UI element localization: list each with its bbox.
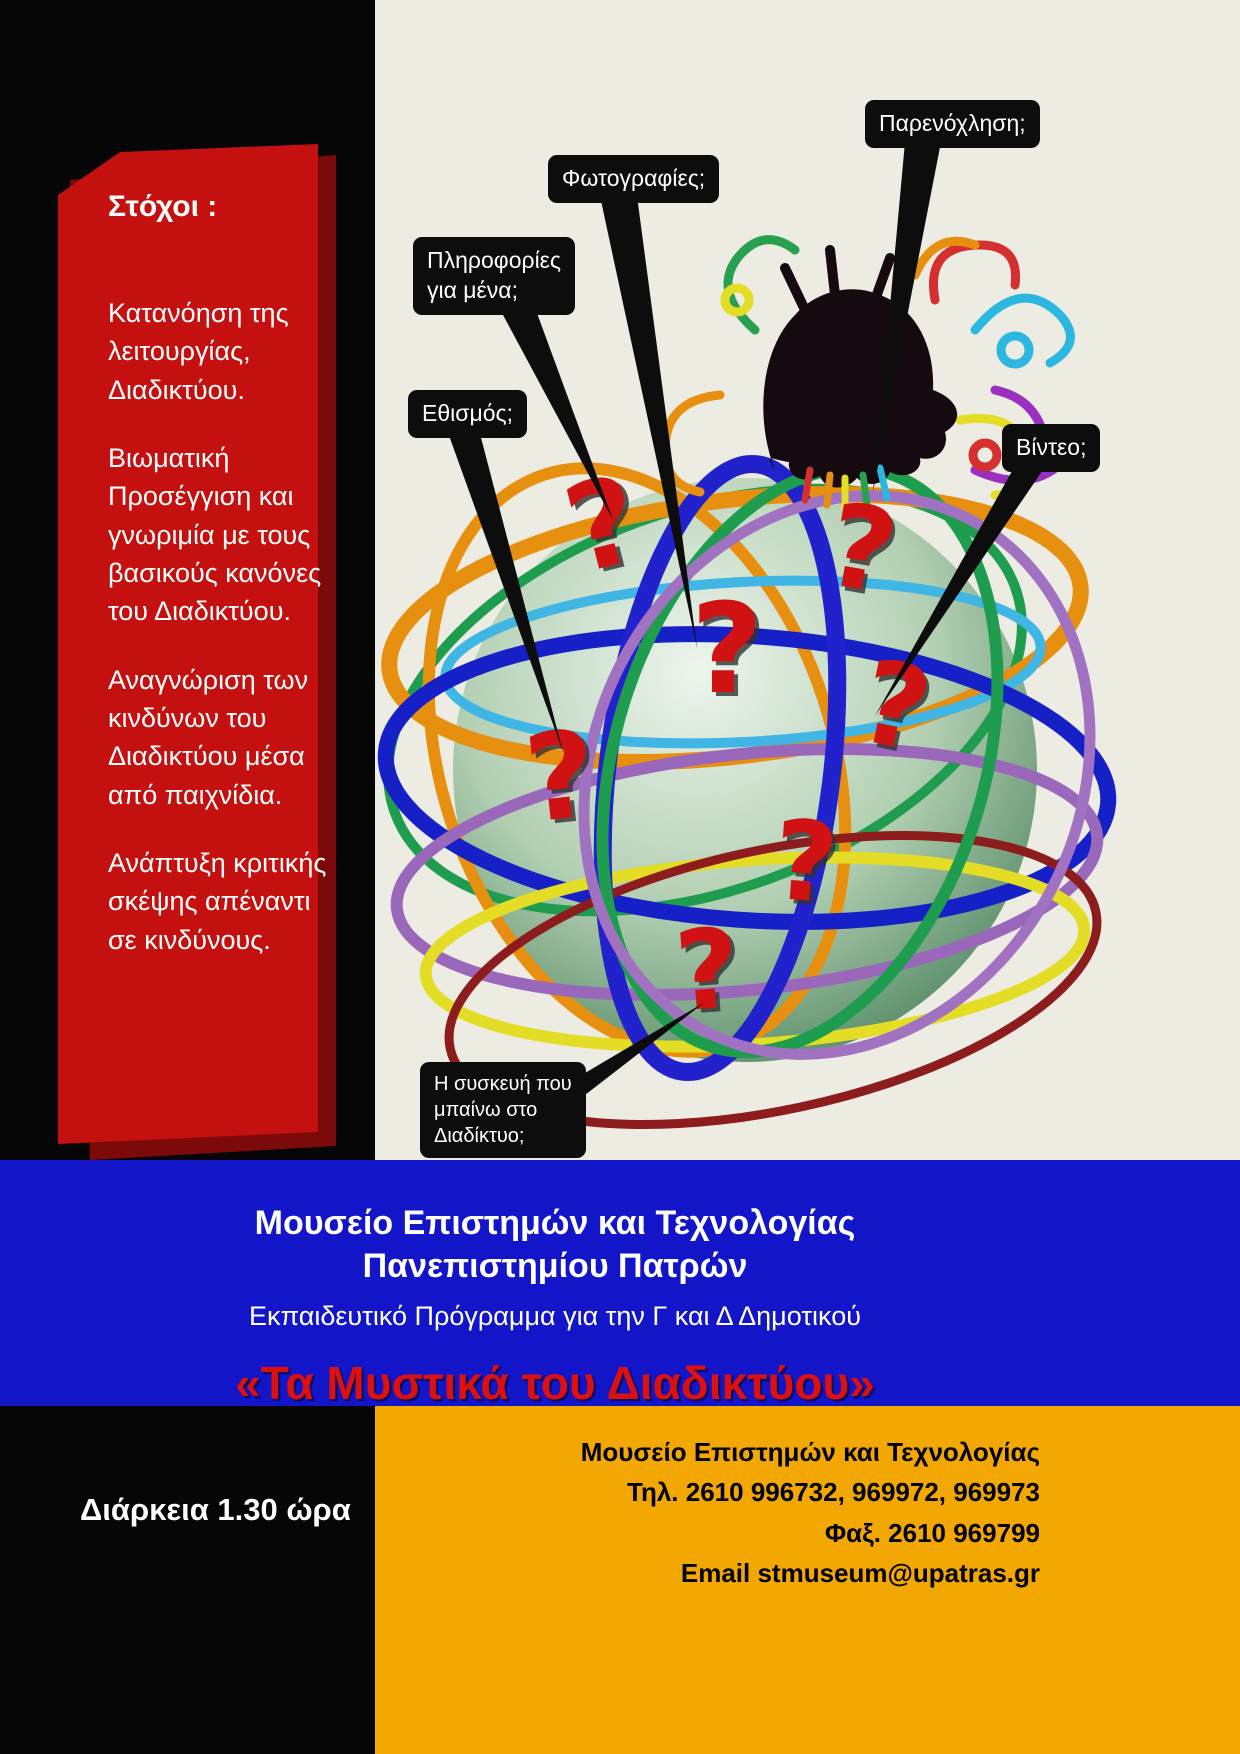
goal-item: Ανάπτυξη κριτικής σκέψης απέναντι σε κιν… [108,847,327,955]
banner-title: «Τα Μυστικά του Διαδικτύου» [235,1357,875,1409]
callout-tails [447,142,1047,1112]
banner-museum-line: Μουσείο Επιστημών και Τεχνολογίας [254,1204,856,1242]
svg-text:?: ? [519,705,603,851]
svg-text:?: ? [671,904,744,1036]
callout-bubble-photos: Φωτογραφίες; [548,155,720,203]
callout-bubble-device: Η συσκευή που μπαίνω στο Διαδίκτυο; [420,1062,586,1158]
contact-fax-line: Φαξ. 2610 969799 [824,1517,1040,1548]
goals-heading: Στόχοι : [108,190,218,223]
banner: Μουσείο Επιστημών και Τεχνολογίας Πανεπι… [0,1160,1240,1409]
svg-text:?: ? [691,577,764,722]
svg-text:?: ? [773,800,846,932]
goal-item: Κατανόηση της λειτουργίας, Διαδικτύου. [108,298,289,405]
globe-illustration: ?? ?? ?? ?? ?? ?? ?? [377,142,1117,1129]
goals-panel: Στόχοι : Κατανόηση της λειτουργίας, Διαδ… [108,190,330,989]
contact-museum-line: Μουσείο Επιστημών και Τεχνολογίας [580,1437,1040,1467]
contact-block: Μουσείο Επιστημών και Τεχνολογίας Τηλ. 2… [375,1406,1240,1754]
svg-text:?: ? [695,581,768,726]
goal-item: Αναγνώριση των κινδύνων του Διαδικτύου μ… [108,664,309,810]
globe-illustration-area: ?? ?? ?? ?? ?? ?? ?? [375,0,1240,1160]
callout-bubble-info: Πληροφορίες για μένα; [413,237,576,315]
monster-icon [763,245,958,512]
goals-panel-background [58,144,336,1160]
contact-email-line: Email stmuseum@upatras.gr [680,1557,1040,1588]
svg-text:?: ? [675,908,748,1040]
contact-phone-line: Τηλ. 2610 996732, 969972, 969973 [627,1477,1040,1508]
globe-ribbons [377,454,1117,1129]
callout-bubble-harassment: Παρενόχληση; [865,100,1040,148]
svg-text:?: ? [769,796,842,928]
duration-label: Διάρκεια 1.30 ώρα [80,1492,351,1527]
banner-program-line: Εκπαιδευτικό Πρόγραμμα για την Γ και Δ Δ… [249,1301,861,1331]
svg-text:?: ? [523,709,607,855]
callout-bubble-video: Βίντεο; [1002,424,1101,472]
callout-bubble-addiction: Εθισμός; [408,390,527,438]
question-marks: ?? ?? ?? ?? ?? ?? ?? [519,450,945,1040]
goal-item: Βιωματική Προσέγγιση και γνωριμία με του… [108,442,322,627]
banner-university-line: Πανεπιστημίου Πατρών [362,1246,748,1285]
